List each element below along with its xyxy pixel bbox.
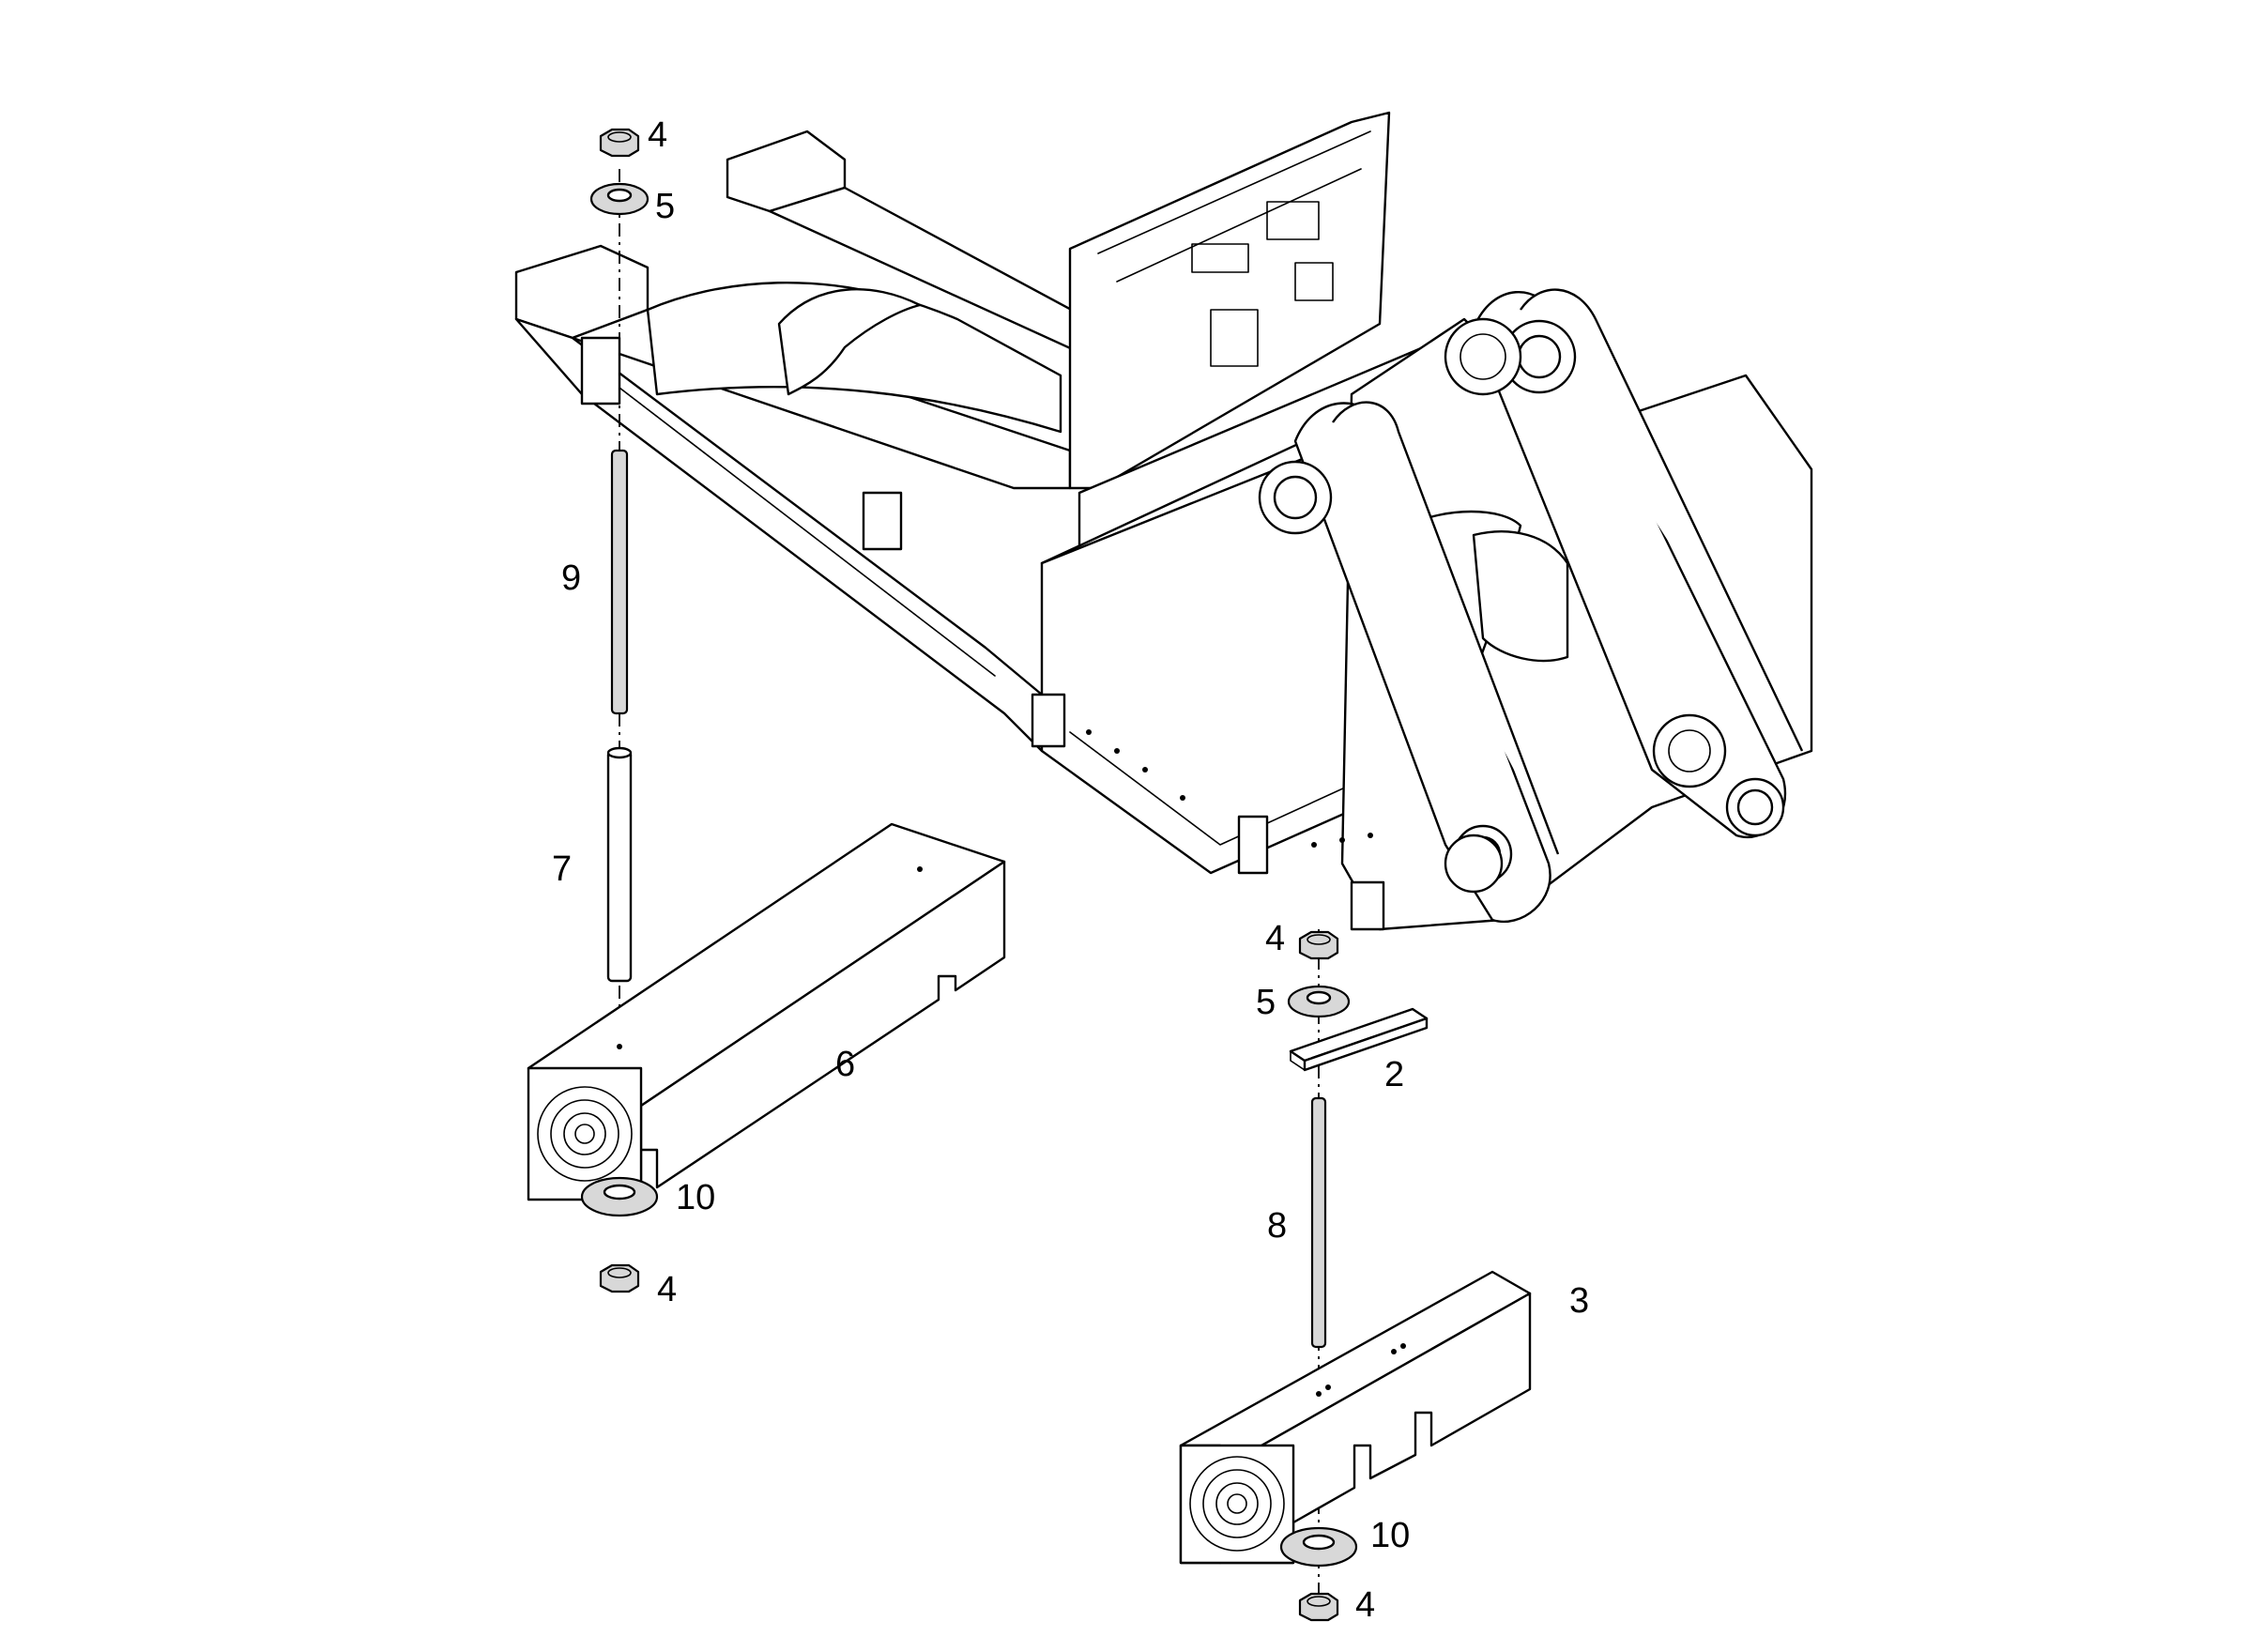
callout-4-bottom-right: 4 (1355, 1585, 1375, 1625)
callout-4-top-left: 4 (648, 115, 667, 155)
callout-4-right: 4 (1265, 919, 1285, 958)
hex-nut-right (1298, 930, 1339, 960)
hex-nut-bottom-left (599, 1263, 640, 1293)
callout-7: 7 (552, 849, 572, 889)
washer-10-right (1279, 1526, 1358, 1568)
wooden-beam-6 (527, 822, 1006, 1201)
hex-nut-top-left (599, 128, 640, 158)
callout-10-left: 10 (676, 1178, 715, 1217)
callout-8: 8 (1267, 1206, 1287, 1246)
callout-4-bottom-left: 4 (657, 1270, 677, 1309)
hex-nut-bottom-right (1298, 1592, 1339, 1622)
callout-3: 3 (1569, 1281, 1589, 1321)
callout-5-top-left: 5 (655, 187, 675, 226)
washer-right (1287, 985, 1351, 1018)
threaded-rod-9 (610, 449, 629, 715)
tube-7 (606, 746, 633, 983)
callout-2: 2 (1384, 1055, 1404, 1094)
washer-top-left (589, 182, 650, 216)
washer-10-left (580, 1176, 659, 1217)
callout-6: 6 (835, 1045, 855, 1084)
threaded-rod-8 (1310, 1096, 1327, 1349)
callout-9: 9 (561, 558, 581, 598)
callout-10-right: 10 (1370, 1516, 1410, 1555)
wooden-beam-3 (1179, 1270, 1532, 1565)
angle-plate-2 (1289, 1007, 1429, 1072)
callout-5-right: 5 (1256, 983, 1276, 1022)
loader-front-frame (514, 111, 1813, 931)
